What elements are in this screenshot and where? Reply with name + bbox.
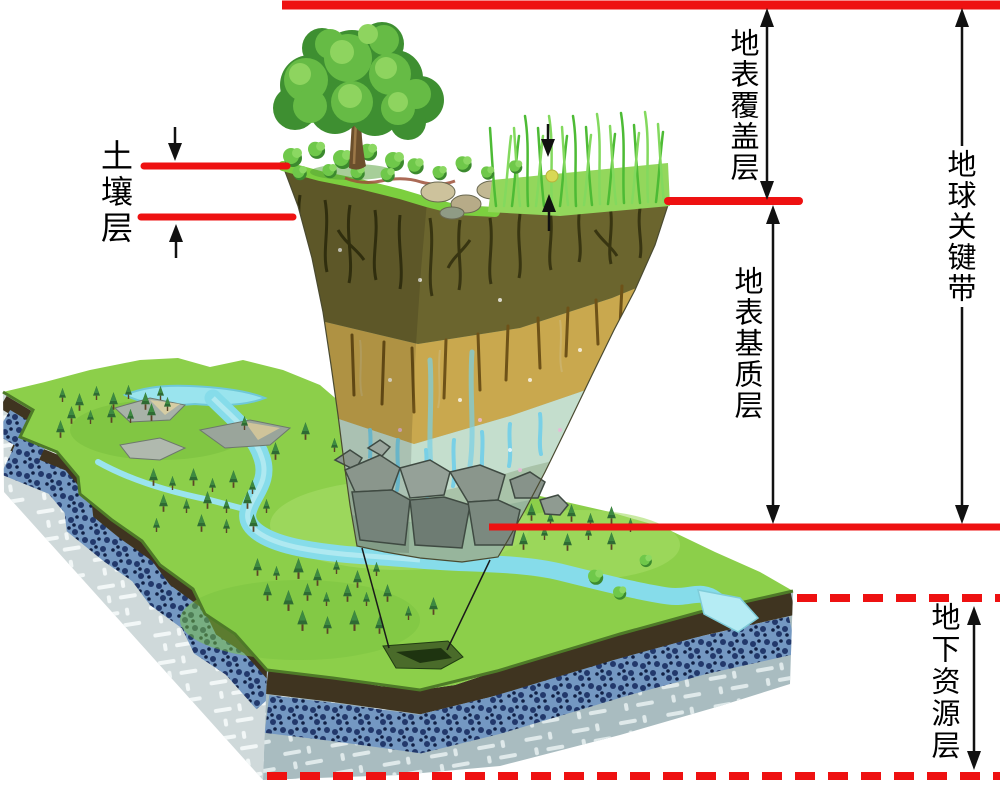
surface-matrix-layer-label: 地表基质层: [730, 266, 762, 421]
flower-icon: [545, 169, 559, 183]
surface-matrix-extent-arrow: [766, 205, 780, 524]
earth-critical-zone-label: 地球关键带: [943, 146, 975, 307]
column-soil-thickness-arrows: [541, 124, 556, 231]
sampling-pit: [382, 640, 464, 670]
resource-layer-extent-arrow: [967, 606, 981, 770]
extraction-guide-lines: [361, 547, 491, 651]
surface-cover-extent-arrow: [760, 8, 774, 200]
soil-thickness-arrows: [168, 127, 183, 258]
soil-column: [273, 22, 670, 563]
sand-cracks: [350, 284, 624, 414]
column-tall-grass: [488, 110, 670, 216]
surface-cover-layer-label: 地表覆盖层: [726, 28, 758, 183]
soil-layer-label: 土壤层: [97, 139, 133, 247]
deep-roots: [359, 319, 563, 409]
column-tree: [273, 22, 444, 170]
column-left-face-shade: [283, 166, 427, 553]
waterfall-pool: [696, 589, 760, 633]
column-rock-fragments: [333, 439, 570, 549]
extent-arrows: [168, 8, 981, 770]
boundary-lines: [137, 0, 1000, 780]
aquifer-band-front: [264, 591, 793, 754]
underground-resource-layer-label: 地下资源层: [927, 602, 959, 762]
